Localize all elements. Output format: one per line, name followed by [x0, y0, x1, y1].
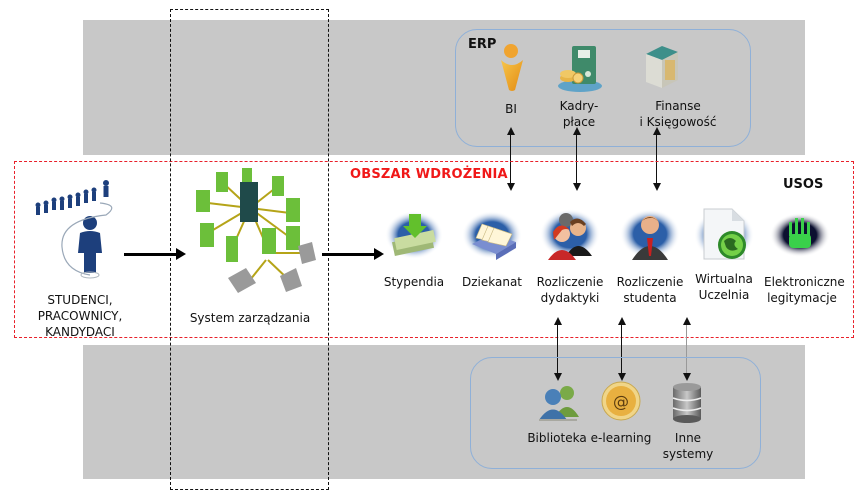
management-column: [170, 9, 329, 490]
erp-item-label: Kadry-płace: [559, 99, 599, 129]
people-network-icon: [35, 180, 113, 279]
erp-group: [455, 29, 751, 147]
arrowhead-down: [554, 373, 562, 381]
implementation-title: OBSZAR WDROŻENIA: [350, 167, 508, 182]
erp-link-line: [510, 135, 512, 185]
external-item-label: Biblioteka: [527, 431, 587, 445]
module-label: Stypendia: [383, 275, 445, 289]
users-icon: [539, 386, 579, 421]
arrowhead-up: [683, 317, 691, 325]
server-network-icon: [196, 168, 316, 293]
arrowhead-right: [374, 248, 384, 260]
users-label: STUDENCI,PRACOWNICY,KANDYDACI: [37, 293, 123, 339]
flow-arrow-users: [124, 253, 177, 256]
database-icon: [672, 383, 702, 423]
arrowhead-up: [554, 317, 562, 325]
management-label: System zarządzania: [189, 311, 311, 325]
arrowhead-up: [573, 127, 581, 135]
arrowhead-down: [653, 183, 661, 191]
flow-arrow-management: [322, 253, 375, 256]
external-link-line: [686, 325, 688, 375]
group-people-icon: [540, 209, 600, 260]
external-link-line: [621, 325, 623, 375]
usos-title: USOS: [783, 177, 824, 192]
module-label: Dziekanat: [461, 275, 522, 289]
erp-link-line: [576, 135, 578, 185]
businessman-icon: [620, 209, 680, 260]
handprint-icon: [770, 213, 830, 257]
top-band: [83, 20, 805, 155]
arrowhead-up: [507, 127, 515, 135]
arrowhead-down: [507, 183, 515, 191]
arrowhead-down: [618, 373, 626, 381]
erp-link-line: [656, 135, 658, 185]
svg-text:@: @: [613, 392, 629, 411]
arrowhead-down: [683, 373, 691, 381]
external-group: [470, 357, 761, 469]
arrowhead-up: [618, 317, 626, 325]
arrowhead-up: [653, 127, 661, 135]
binder-coins-icon: [558, 46, 602, 92]
file-drawer-icon: [462, 211, 522, 260]
external-item-label: e-learning: [590, 431, 652, 445]
external-link-line: [557, 325, 559, 375]
bi-figure-icon: [501, 44, 523, 91]
arrowhead-down: [573, 183, 581, 191]
at-sign-icon: @: [601, 381, 641, 421]
document-globe-icon: [694, 208, 754, 261]
erp-title: ERP: [468, 37, 497, 52]
safe-icon: [646, 46, 678, 88]
erp-item-label: BI: [505, 102, 517, 116]
implementation-area: [14, 161, 854, 338]
arrowhead-right: [176, 248, 186, 260]
money-download-icon: [385, 211, 443, 259]
